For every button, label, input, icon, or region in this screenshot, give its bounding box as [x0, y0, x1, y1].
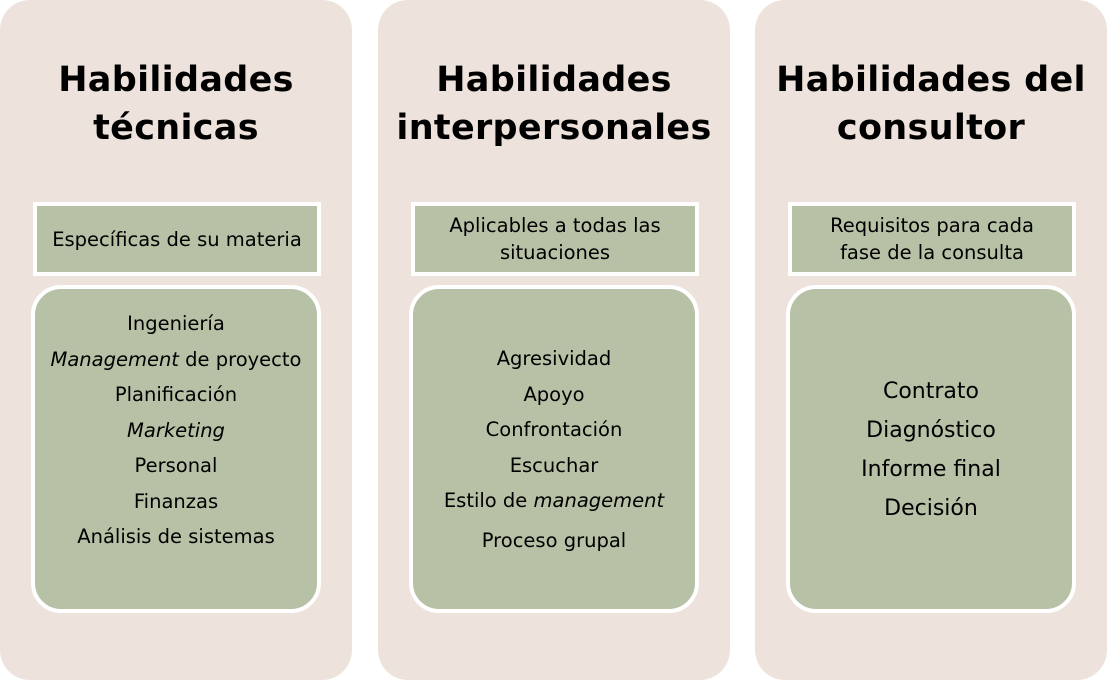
list-item: Finanzas [133, 489, 219, 513]
title-line: consultor [836, 108, 1026, 148]
column-subtitle-box: Específicas de su materia [33, 202, 321, 276]
list-item: Informe final [861, 457, 1001, 482]
column-title: Habilidades interpersonales [378, 56, 730, 152]
subtitle-line: Específicas de su materia [52, 227, 302, 251]
list-item: Proceso grupal [481, 528, 627, 552]
list-item: Apoyo [523, 382, 585, 406]
skills-list: Contrato Diagnóstico Informe final Decis… [861, 372, 1001, 528]
subtitle-line: Requisitos para cada [830, 214, 1034, 237]
skills-list: Agresividad Apoyo Confrontación Escuchar… [444, 341, 664, 558]
list-item: Confrontación [485, 418, 623, 441]
column-title: Habilidades del consultor [755, 56, 1107, 152]
subtitle-line: situaciones [499, 241, 611, 264]
skills-list-box: Contrato Diagnóstico Informe final Decis… [786, 285, 1076, 613]
title-line: técnicas [93, 108, 259, 148]
list-item: Planificación [114, 383, 238, 406]
title-line: interpersonales [396, 108, 712, 148]
skills-list: Ingeniería Management de proyecto Planif… [51, 306, 302, 555]
list-item: Ingeniería [127, 312, 225, 335]
list-item: Análisis de sistemas [77, 525, 275, 548]
column-technical-skills: Habilidades técnicas Específicas de su m… [0, 0, 352, 680]
list-item: Marketing [127, 418, 225, 442]
list-item: Contrato [882, 379, 979, 404]
list-item: Diagnóstico [866, 418, 996, 443]
title-line: Habilidades [436, 60, 672, 100]
subtitle-line: Aplicables a todas las [449, 214, 661, 237]
title-line: Habilidades [58, 60, 294, 100]
list-item: Agresividad [496, 347, 612, 370]
list-item: Management de proyecto [50, 347, 302, 371]
column-subtitle-box: Requisitos para cada fase de la consulta [788, 202, 1076, 276]
skills-list-box: Agresividad Apoyo Confrontación Escuchar… [409, 285, 699, 613]
list-item: Escuchar [509, 453, 599, 477]
subtitle-line: fase de la consulta [840, 241, 1024, 264]
skills-list-box: Ingeniería Management de proyecto Planif… [31, 285, 321, 613]
column-subtitle-box: Aplicables a todas las situaciones [411, 202, 699, 276]
list-item: Estilo de management [443, 489, 665, 512]
list-item: Personal [134, 454, 218, 477]
column-title: Habilidades técnicas [0, 56, 352, 152]
column-interpersonal-skills: Habilidades interpersonales Aplicables a… [378, 0, 730, 680]
list-item: Decisión [884, 496, 978, 521]
column-consultant-skills: Habilidades del consultor Requisitos par… [755, 0, 1107, 680]
title-line: Habilidades del [776, 60, 1086, 100]
